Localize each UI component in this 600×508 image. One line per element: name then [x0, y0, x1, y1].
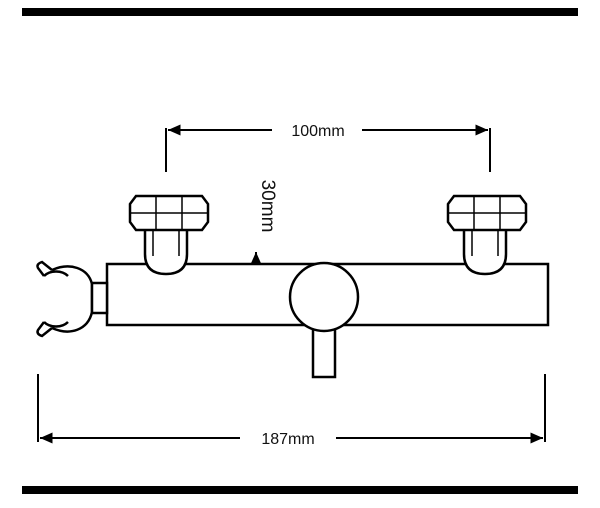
length-dimension [37, 374, 546, 444]
control-knob [288, 261, 360, 333]
spacing-label: 100mm [291, 123, 344, 140]
bottom-border-bar [22, 486, 578, 494]
spacing-dimension [165, 124, 491, 172]
shower-holder-clip [36, 260, 109, 338]
length-label: 187mm [261, 431, 314, 448]
top-border-bar [22, 8, 578, 16]
right-inlet-connector [446, 194, 528, 276]
height-label: 30mm [257, 180, 278, 233]
left-inlet-connector [128, 194, 210, 276]
